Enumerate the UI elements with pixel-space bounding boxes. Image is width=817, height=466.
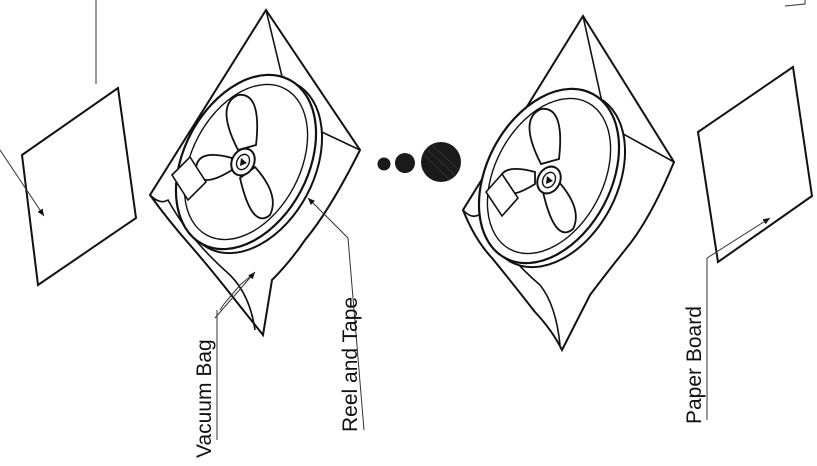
paper-board-label: Paper Board: [683, 306, 706, 424]
ellipsis-dots-icon: [378, 142, 462, 182]
right-vacuum-bag: [451, 16, 674, 350]
left-vacuum-bag: [148, 10, 360, 335]
reel-and-tape-label: Reel and Tape: [339, 297, 362, 432]
right-paper-board: [698, 0, 812, 420]
vacuum-bag-label: Vacuum Bag: [193, 339, 216, 458]
left-paper-board: [0, 0, 136, 285]
